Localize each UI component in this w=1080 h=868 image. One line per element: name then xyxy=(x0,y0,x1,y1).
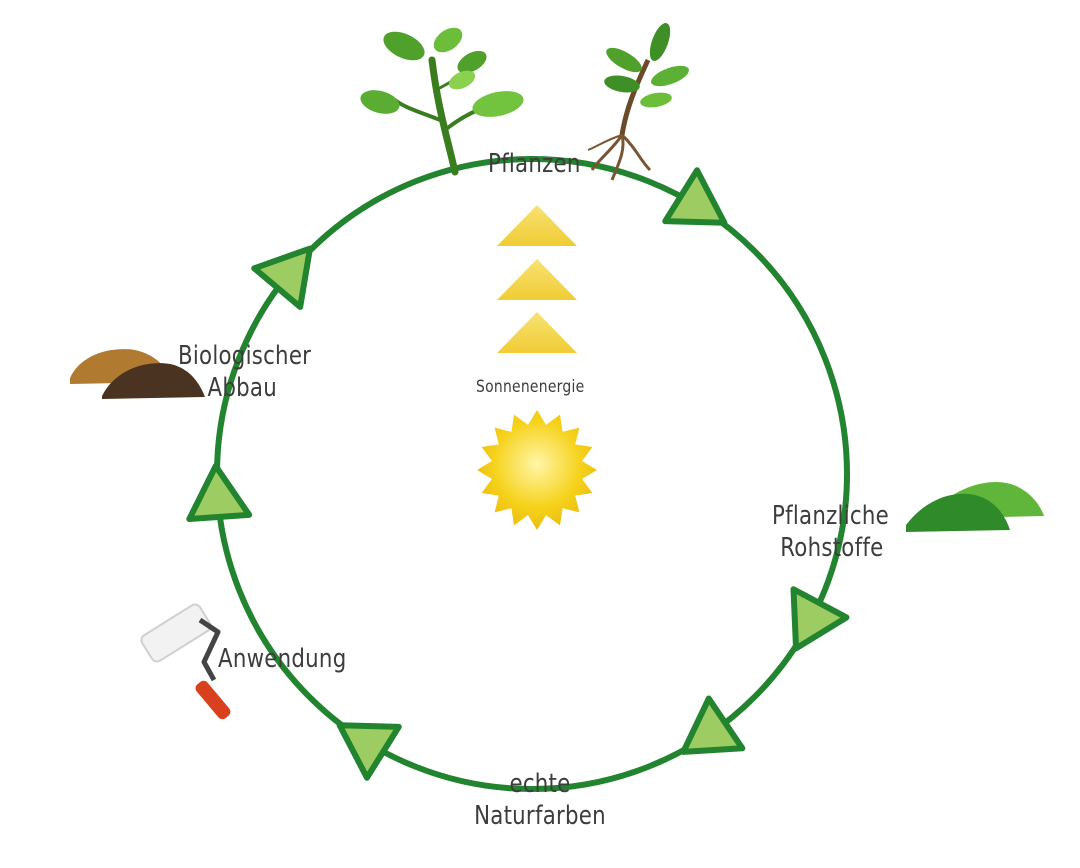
label-application: Anwendung xyxy=(218,644,347,674)
sprout-icon xyxy=(360,27,524,176)
cycle-arrow-icon xyxy=(251,245,313,310)
paint-roller-icon xyxy=(140,603,231,720)
label-raw-materials-line2: Rohstoffe xyxy=(780,533,884,563)
seedling-roots-icon xyxy=(587,23,689,181)
sun-shape xyxy=(477,410,597,530)
label-natural-paints: echte Naturfarben xyxy=(450,768,630,832)
soil-heap-icon xyxy=(70,349,205,399)
label-degradation-line1: Biologischer xyxy=(178,341,312,371)
cycle-arrow-icon xyxy=(790,586,850,652)
cycle-arrow-icon xyxy=(186,463,253,523)
label-natural-paints-line2: Naturfarben xyxy=(474,801,606,831)
label-degradation: Biologischer Abbau xyxy=(178,340,311,404)
label-natural-paints-line1: echte xyxy=(509,769,571,799)
energy-triangle-1 xyxy=(497,205,577,246)
energy-triangle-3 xyxy=(497,312,577,353)
cycle-arrow-icon xyxy=(680,695,746,755)
label-raw-materials: Pflanzliche Rohstoffe xyxy=(772,500,889,564)
cycle-arrow-icon xyxy=(336,722,402,781)
label-raw-materials-line1: Pflanzliche xyxy=(772,501,889,531)
cycle-arrow-icon xyxy=(662,167,728,226)
label-plants: Pflanzen xyxy=(488,149,581,179)
energy-triangle-2 xyxy=(497,259,577,300)
label-degradation-line2: Abbau xyxy=(207,373,277,403)
cycle-arrows xyxy=(186,167,850,781)
label-sun-energy: Sonnenenergie xyxy=(476,377,585,397)
sun-icon xyxy=(477,410,597,530)
green-heap-icon xyxy=(906,481,1044,532)
